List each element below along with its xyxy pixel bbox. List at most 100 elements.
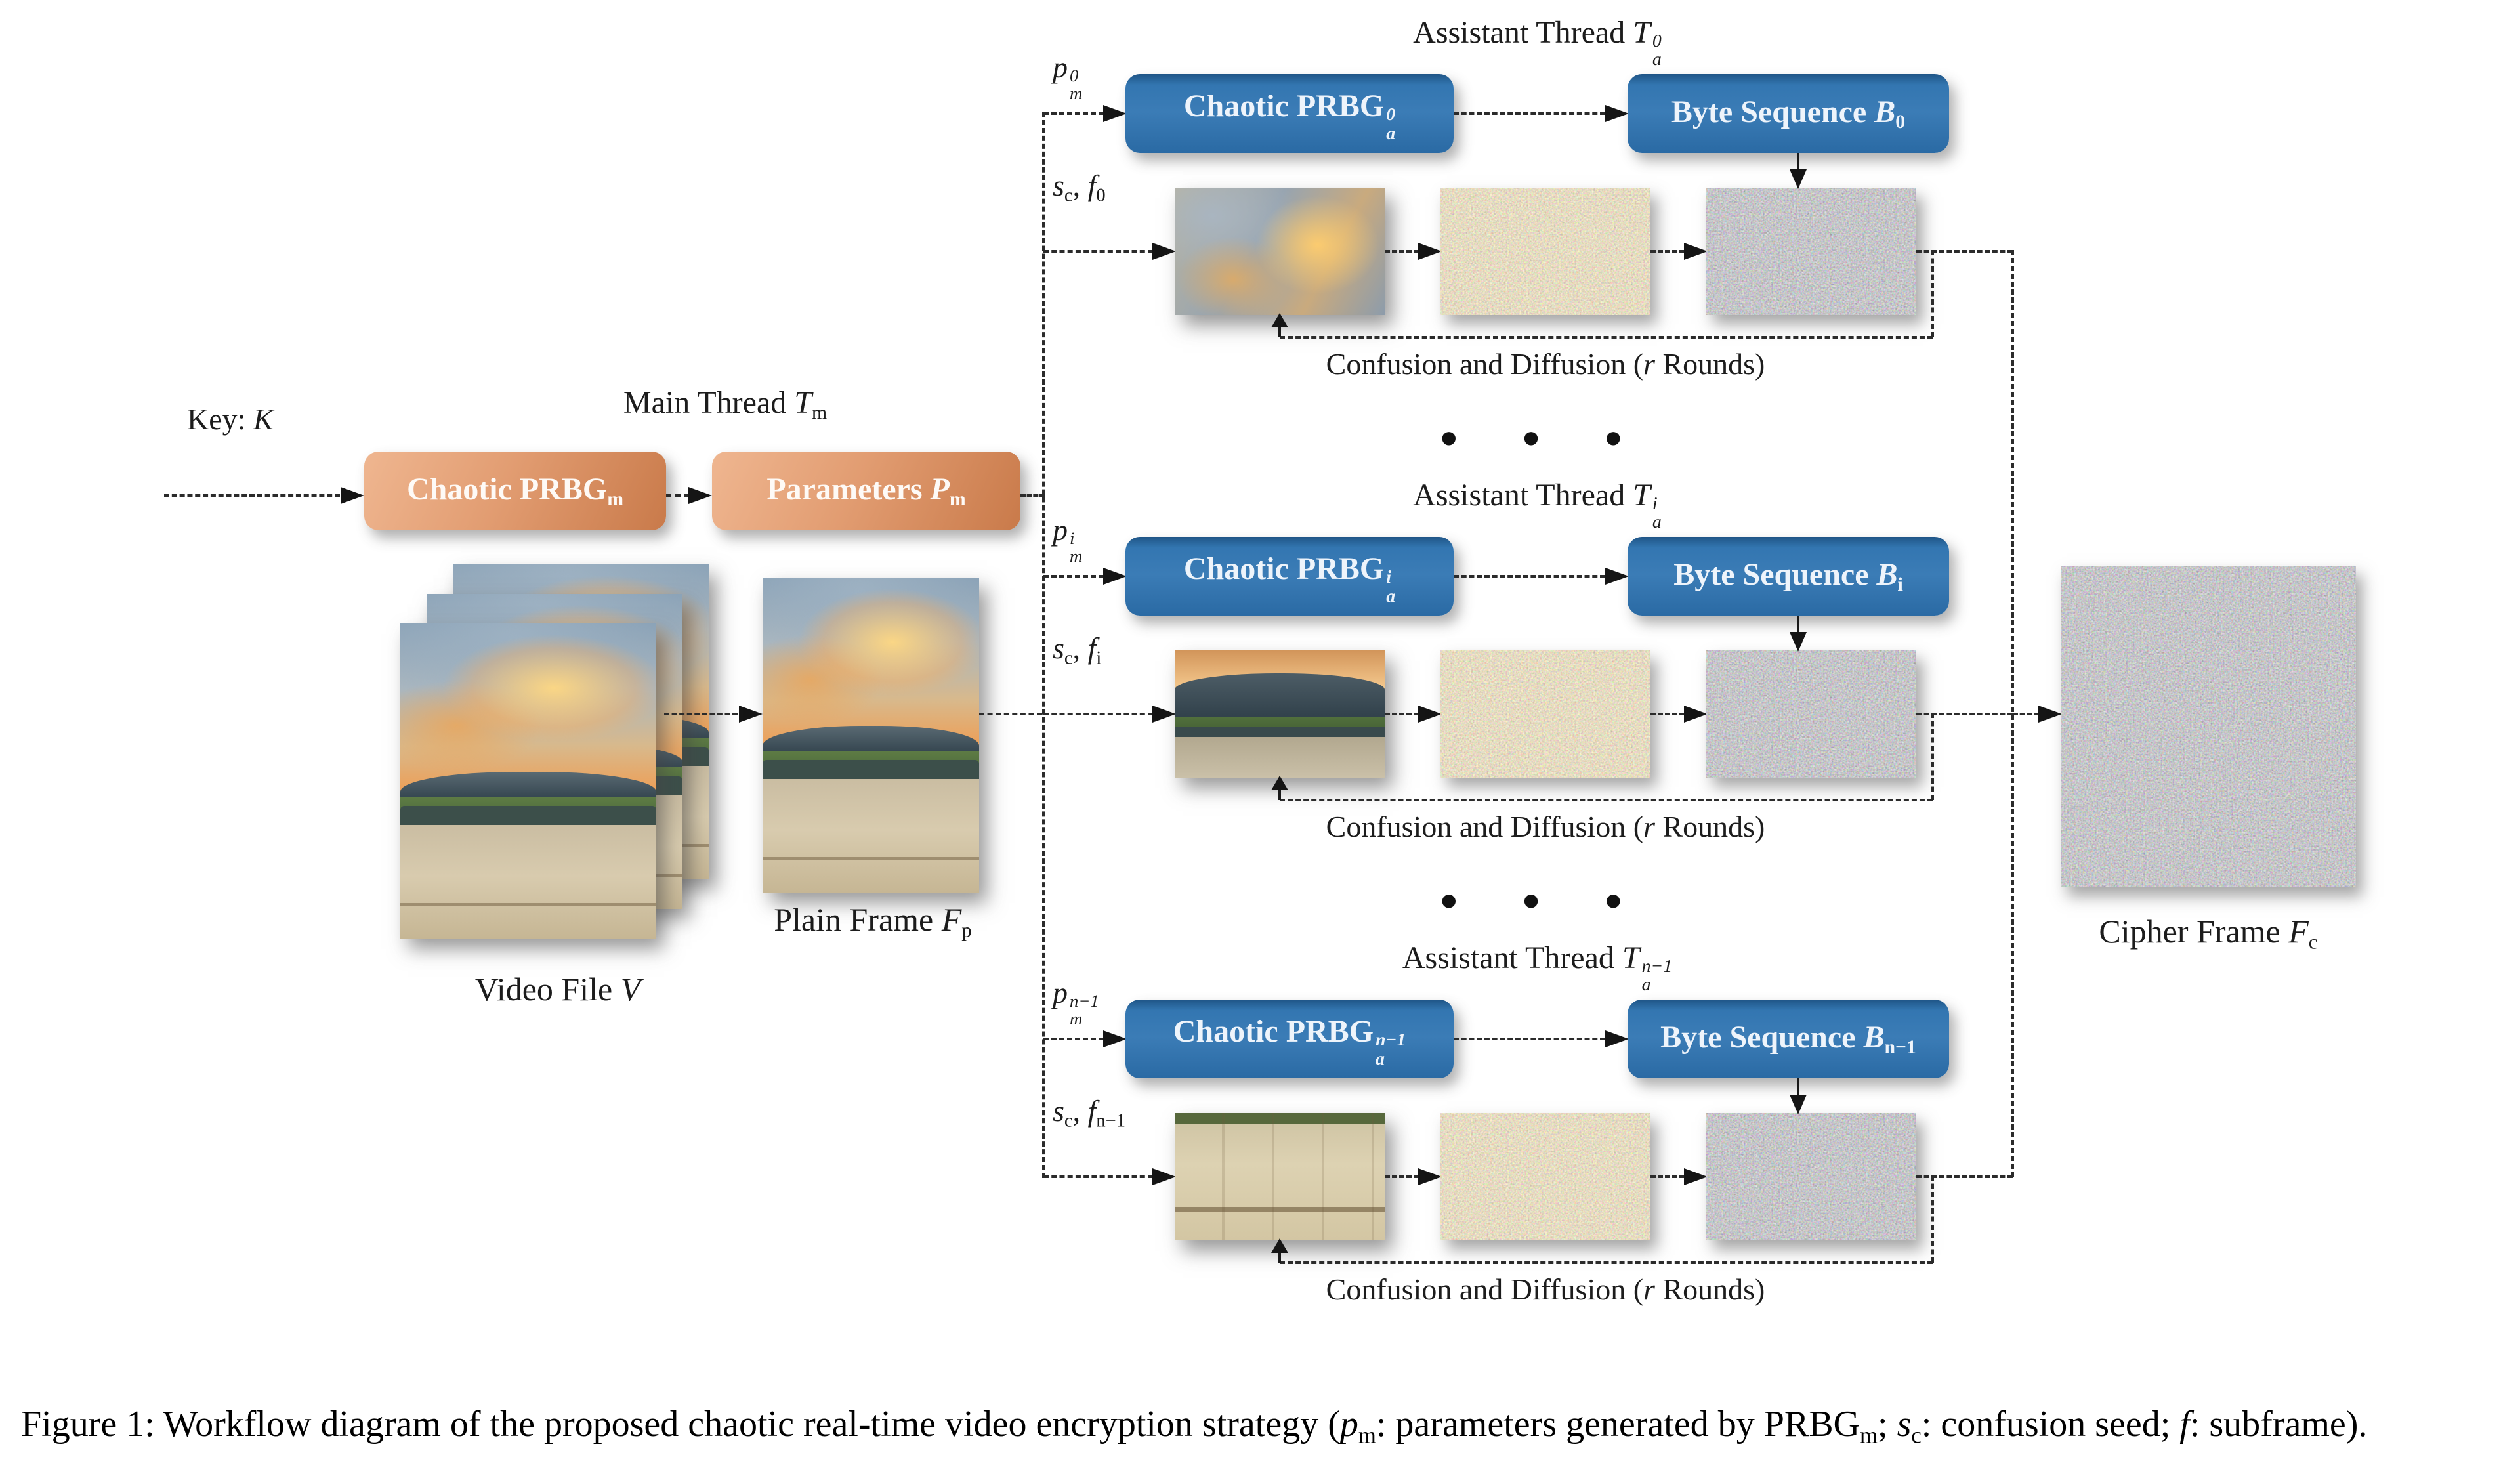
scf-arrowhead-icon [1152, 1168, 1176, 1185]
encrypted-noise-image [1706, 188, 1916, 315]
confusion-diffusion-label: Confusion and Diffusion (r Rounds) [1326, 810, 1765, 843]
cipher-frame-label: Cipher Frame Fc [2099, 913, 2318, 954]
confusion-diffusion-label: Confusion and Diffusion (r Rounds) [1326, 1273, 1765, 1306]
feedback-up-line [1278, 1252, 1281, 1263]
figure-caption: Figure 1: Workflow diagram of the propos… [21, 1404, 2368, 1448]
feedback-bottom-line [1280, 799, 1933, 801]
feedback-up-arrowhead-icon [1271, 1238, 1288, 1253]
parameter-bus-line [1042, 112, 1045, 1178]
plain-frame-label: Plain Frame Fp [774, 901, 972, 942]
feedback-up-line [1278, 790, 1281, 800]
byte-down-line [1797, 616, 1799, 634]
scf-branch-line [1043, 1175, 1153, 1178]
scf-branch-line [1043, 713, 1153, 715]
prbg-to-params-arrowhead-icon [688, 487, 712, 504]
plain-frame-photo [763, 578, 979, 893]
pm-arrowhead-icon [1103, 105, 1127, 122]
subframe-to-confused-line [1385, 250, 1419, 253]
parameters-box: Parameters Pm [712, 452, 1020, 530]
confused-noise-image [1440, 650, 1650, 778]
prbg-to-byte-line [1454, 112, 1605, 115]
feedback-up-arrowhead-icon [1271, 313, 1288, 327]
subframe-to-confused-line [1385, 713, 1419, 715]
subframe-to-confused-arrowhead-icon [1418, 243, 1442, 260]
subframe-photo [1175, 1113, 1385, 1240]
video-frame-front-photo [400, 623, 656, 939]
feedback-bottom-line [1280, 336, 1933, 339]
pm-branch-line [1043, 575, 1104, 578]
byte-down-arrowhead-icon [1790, 1095, 1807, 1114]
scf-input-label: sc, fn−1 [1053, 1094, 1125, 1131]
bus-to-cipher-line [2013, 713, 2039, 715]
subframe-to-confused-line [1385, 1175, 1419, 1178]
prbg-to-byte-arrowhead-icon [1605, 105, 1629, 122]
feedback-drop-line [1931, 1175, 1934, 1263]
video-file-label: Video File V [474, 971, 641, 1007]
key-label: Key: K [187, 402, 274, 436]
prbg-to-byte-arrowhead-icon [1605, 1030, 1629, 1047]
pm-arrowhead-icon [1103, 568, 1127, 585]
scf-input-label: sc, fi [1053, 631, 1102, 669]
feedback-drop-line [1931, 250, 1934, 337]
key-arrow-line [164, 494, 340, 497]
subframe-photo [1175, 188, 1385, 315]
confused-to-encrypted-arrowhead-icon [1684, 706, 1708, 723]
pm-arrowhead-icon [1103, 1030, 1127, 1047]
confused-to-encrypted-line [1650, 250, 1685, 253]
confused-to-encrypted-arrowhead-icon [1684, 243, 1708, 260]
plain-to-bus-line [979, 713, 1042, 715]
scf-arrowhead-icon [1152, 706, 1176, 723]
ellipsis-dots-top: • • • [1437, 417, 1648, 462]
confused-to-encrypted-line [1650, 1175, 1685, 1178]
byte-sequence-box: Byte Sequence Bn−1 [1628, 1000, 1949, 1078]
prbg-to-byte-arrowhead-icon [1605, 568, 1629, 585]
params-to-bus-line [1020, 494, 1045, 497]
encrypted-noise-image [1706, 1113, 1916, 1240]
video-to-plain-arrowhead-icon [739, 706, 763, 723]
subframe-photo [1175, 650, 1385, 778]
byte-down-line [1797, 1078, 1799, 1097]
thread-output-line [1916, 250, 2013, 253]
video-to-plain-line [664, 713, 738, 715]
byte-down-arrowhead-icon [1790, 169, 1807, 189]
feedback-bottom-line [1280, 1261, 1933, 1264]
confused-to-encrypted-arrowhead-icon [1684, 1168, 1708, 1185]
byte-sequence-box: Byte Sequence B0 [1628, 74, 1949, 153]
main-thread-title: Main Thread Tm [623, 385, 828, 423]
confusion-diffusion-label: Confusion and Diffusion (r Rounds) [1326, 347, 1765, 381]
thread-output-line [1916, 713, 2013, 715]
confused-to-encrypted-line [1650, 713, 1685, 715]
feedback-drop-line [1931, 713, 1934, 800]
ellipsis-dots-bottom: • • • [1437, 880, 1648, 925]
thread-output-line [1916, 1175, 2013, 1178]
prbg-to-byte-line [1454, 575, 1605, 578]
confused-noise-image [1440, 1113, 1650, 1240]
subframe-to-confused-arrowhead-icon [1418, 706, 1442, 723]
scf-branch-line [1043, 250, 1153, 253]
bus-to-cipher-arrowhead-icon [2038, 706, 2062, 723]
encrypted-noise-image [1706, 650, 1916, 778]
prbg-to-byte-line [1454, 1038, 1605, 1040]
key-arrowhead-icon [341, 487, 364, 504]
byte-down-arrowhead-icon [1790, 632, 1807, 652]
pm-branch-line [1043, 1038, 1104, 1040]
prbg-to-params-line [666, 494, 690, 497]
confused-noise-image [1440, 188, 1650, 315]
scf-input-label: sc, f0 [1053, 169, 1106, 206]
subframe-to-confused-arrowhead-icon [1418, 1168, 1442, 1185]
chaotic-prbg-m-box: Chaotic PRBGm [364, 452, 666, 530]
feedback-up-line [1278, 327, 1281, 337]
byte-sequence-box: Byte Sequence Bi [1628, 537, 1949, 616]
pm-branch-line [1043, 112, 1104, 115]
